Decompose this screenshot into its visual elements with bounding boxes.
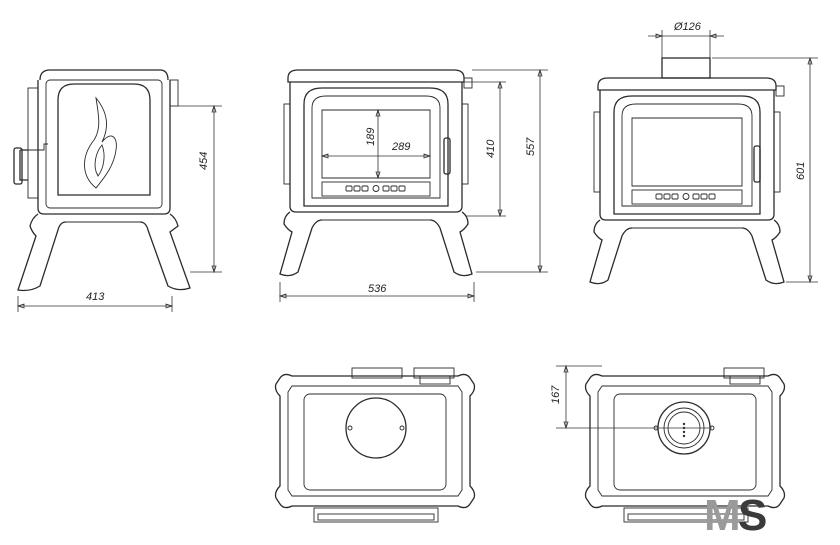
side-height-dimension [178, 104, 222, 274]
front-width-dimension [278, 282, 476, 302]
top-view-left [274, 367, 476, 523]
side-view [13, 69, 191, 292]
front-width-label: 536 [368, 283, 387, 295]
front-total-height-dimension [472, 68, 548, 274]
back-height-label: 601 [795, 162, 807, 180]
front-total-height-label: 557 [525, 137, 537, 156]
side-height-label: 454 [198, 152, 210, 170]
side-width-dimension [16, 296, 174, 312]
air-vent-slots-2 [655, 193, 716, 200]
glass-height-label: 189 [365, 128, 377, 146]
svg-text:M: M [704, 491, 741, 540]
flue-offset-dimension [556, 364, 712, 430]
brand-logo: M S [704, 491, 767, 540]
side-width-label: 413 [86, 291, 105, 303]
front-door-height-dimension [464, 80, 506, 218]
back-height-dimension [712, 56, 818, 284]
glass-width-label: 289 [391, 141, 410, 153]
flue-diameter-dimension [648, 30, 724, 58]
glass-height-dimension [375, 108, 381, 180]
svg-text:S: S [738, 491, 767, 540]
air-vent-slots [345, 185, 406, 192]
front-door-height-label: 410 [485, 139, 497, 158]
front-view [279, 69, 473, 277]
front-view-with-flue [589, 57, 785, 285]
flue-diameter-label: Ø126 [673, 21, 702, 33]
flue-offset-label: 167 [550, 385, 562, 404]
glass-width-dimension [320, 153, 432, 159]
